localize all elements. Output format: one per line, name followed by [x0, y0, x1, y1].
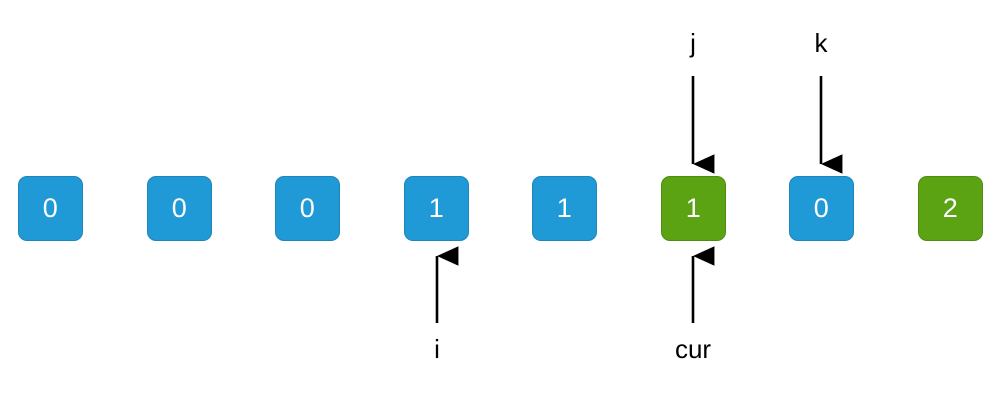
array-cell-2-value: 0	[299, 193, 316, 223]
array-cell-1-value: 0	[171, 193, 188, 223]
array-cell-7: 2	[918, 176, 983, 241]
pointer-label-cur-text: cur	[674, 334, 712, 364]
pointer-label-cur: cur	[675, 336, 711, 362]
array-cell-3: 1	[404, 176, 469, 241]
array-cell-4: 1	[532, 176, 597, 241]
pointer-label-k: k	[815, 30, 828, 56]
pointer-label-j-text: j	[690, 28, 696, 58]
array-cell-7-value: 2	[942, 193, 959, 223]
array-cell-0: 0	[18, 176, 83, 241]
pointer-label-k-text: k	[814, 28, 828, 58]
pointer-label-i: i	[434, 336, 440, 362]
array-cell-3-value: 1	[428, 193, 445, 223]
array-cell-5-value: 1	[685, 193, 702, 223]
array-cell-2: 0	[275, 176, 340, 241]
array-cell-1: 0	[147, 176, 212, 241]
pointer-label-i-text: i	[434, 334, 440, 364]
array-cell-4-value: 1	[556, 193, 573, 223]
array-cell-6: 0	[789, 176, 854, 241]
pointer-label-j: j	[690, 30, 696, 56]
array-cell-0-value: 0	[42, 193, 59, 223]
array-cell-5: 1	[661, 176, 726, 241]
array-cell-6-value: 0	[813, 193, 830, 223]
